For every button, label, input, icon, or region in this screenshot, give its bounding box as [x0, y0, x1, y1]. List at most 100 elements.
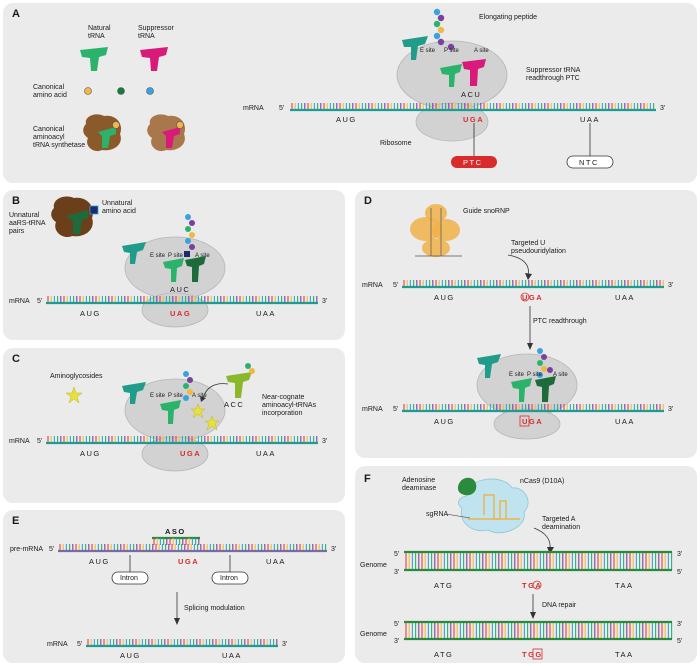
end-codon-e2: UAA: [222, 651, 242, 660]
panel-c-letter: C: [12, 353, 20, 365]
mrna-strand-c: [46, 436, 318, 445]
start-codon-e2: AUG: [120, 651, 141, 660]
stop-codon-e: UGA: [178, 557, 199, 566]
trna-p-site-d: [511, 378, 532, 402]
anticodon-a: ACU: [461, 90, 481, 99]
pre-mrna-label: pre-mRNA: [10, 546, 43, 553]
panel-f-bg: [355, 466, 697, 663]
e-site-label-b: E site: [150, 253, 166, 259]
mrna-label-d1: mRNA: [362, 282, 383, 289]
ribosome-small-subunit-d: [493, 408, 561, 440]
ptc-readthrough-label: PTC readthrough: [533, 318, 587, 325]
synthetase-natural-icon: [83, 114, 122, 152]
near-cognate-trna: [226, 372, 252, 398]
stop-codon-d2: UGA: [522, 417, 543, 426]
a-site-label-b: A site: [195, 253, 210, 259]
a-site-label-c: A site: [192, 393, 207, 399]
mrna-label-e2: mRNA: [47, 641, 68, 648]
dna-duplex-1: [404, 550, 673, 572]
panel-e-letter: E: [12, 515, 19, 527]
three-prime-f1-bot: 3': [394, 569, 399, 576]
mrna-strand-d2: [402, 404, 664, 413]
ptc-label: PTC: [463, 158, 483, 167]
trna-e-site-c: [122, 382, 146, 404]
ncas9-label: nCas9 (D10A): [520, 478, 564, 485]
panel-f-letter: F: [364, 473, 371, 485]
start-codon-e: AUG: [89, 557, 110, 566]
intron-box-1: [111, 571, 149, 585]
trna-p-site-c: [160, 400, 181, 424]
five-prime-a: 5': [279, 105, 284, 112]
natural-trna-icon: [80, 47, 108, 71]
elongating-peptide-label: Elongating peptide: [479, 14, 537, 21]
p-site-label-d: P site: [527, 372, 543, 378]
a-site-label-d: A site: [553, 372, 568, 378]
three-prime-e1: 3': [331, 546, 336, 553]
mrna-strand-d1: [402, 280, 664, 289]
five-prime-e1: 5': [49, 546, 54, 553]
ribosome-label: Ribosome: [380, 140, 412, 147]
five-prime-e2: 5': [77, 641, 82, 648]
trna-a-site-a: [462, 59, 486, 86]
near-anticodon: ACC: [224, 400, 244, 409]
mrna-strand-b: [46, 296, 318, 305]
guide-snornp-icon: [410, 204, 462, 257]
end-codon-b: UAA: [256, 309, 276, 318]
start-codon-d2: AUG: [434, 417, 455, 426]
intron-label-1: Intron: [120, 575, 138, 582]
p-site-label-a: P site: [444, 48, 460, 54]
panel-a-letter: A: [12, 8, 20, 20]
p-site-label-c: P site: [168, 393, 184, 399]
five-prime-f1-top: 5': [394, 551, 399, 558]
ntc-label: NTC: [579, 158, 599, 167]
five-prime-f2-top: 5': [394, 621, 399, 628]
aminoglycoside-star-icon: [65, 386, 83, 404]
stop-codon-f2: TGG: [522, 650, 543, 659]
start-codon-a: AUG: [336, 115, 357, 124]
panel-d-bg: [355, 190, 697, 458]
panel-b-letter: B: [12, 195, 20, 207]
mrna-strand-a: [290, 103, 656, 112]
synthetase-suppressor-icon: [147, 114, 186, 152]
p-site-label-b: P site: [168, 253, 184, 259]
three-prime-a: 3': [660, 105, 665, 112]
anticodon-b: AUC: [170, 285, 190, 294]
splicing-label: Splicing modulation: [184, 605, 245, 612]
ptc-box: [451, 156, 497, 168]
trna-p-site-b: [163, 258, 184, 282]
e-site-label-a: E site: [420, 48, 436, 54]
e-site-label-c: E site: [150, 393, 166, 399]
base-editor-complex-icon: [457, 477, 529, 534]
five-prime-b: 5': [37, 298, 42, 305]
aso-strand: [152, 536, 200, 545]
guide-snornp-label: Guide snoRNP: [463, 208, 510, 215]
five-prime-f2-bot: 5': [677, 638, 682, 645]
three-prime-d1: 3': [668, 282, 673, 289]
a-site-label-a: A site: [474, 48, 489, 54]
intron-label-2: Intron: [220, 575, 238, 582]
pre-mrna-strand: [58, 544, 327, 553]
mature-mrna-strand: [86, 639, 278, 648]
start-codon-f2: ATG: [434, 650, 453, 659]
three-prime-f2-bot: 3': [394, 638, 399, 645]
amino-acid-green-icon: [117, 87, 125, 95]
five-prime-c: 5': [37, 438, 42, 445]
panel-d-letter: D: [364, 195, 372, 207]
repaired-base-mark: [532, 648, 543, 660]
stop-codon-b: UAG: [170, 309, 191, 318]
mrna-label-b: mRNA: [9, 298, 30, 305]
stop-codon-f1: TGA: [522, 581, 542, 590]
unnatural-synthetase-icon: [51, 196, 99, 238]
start-codon-b: AUG: [80, 309, 101, 318]
